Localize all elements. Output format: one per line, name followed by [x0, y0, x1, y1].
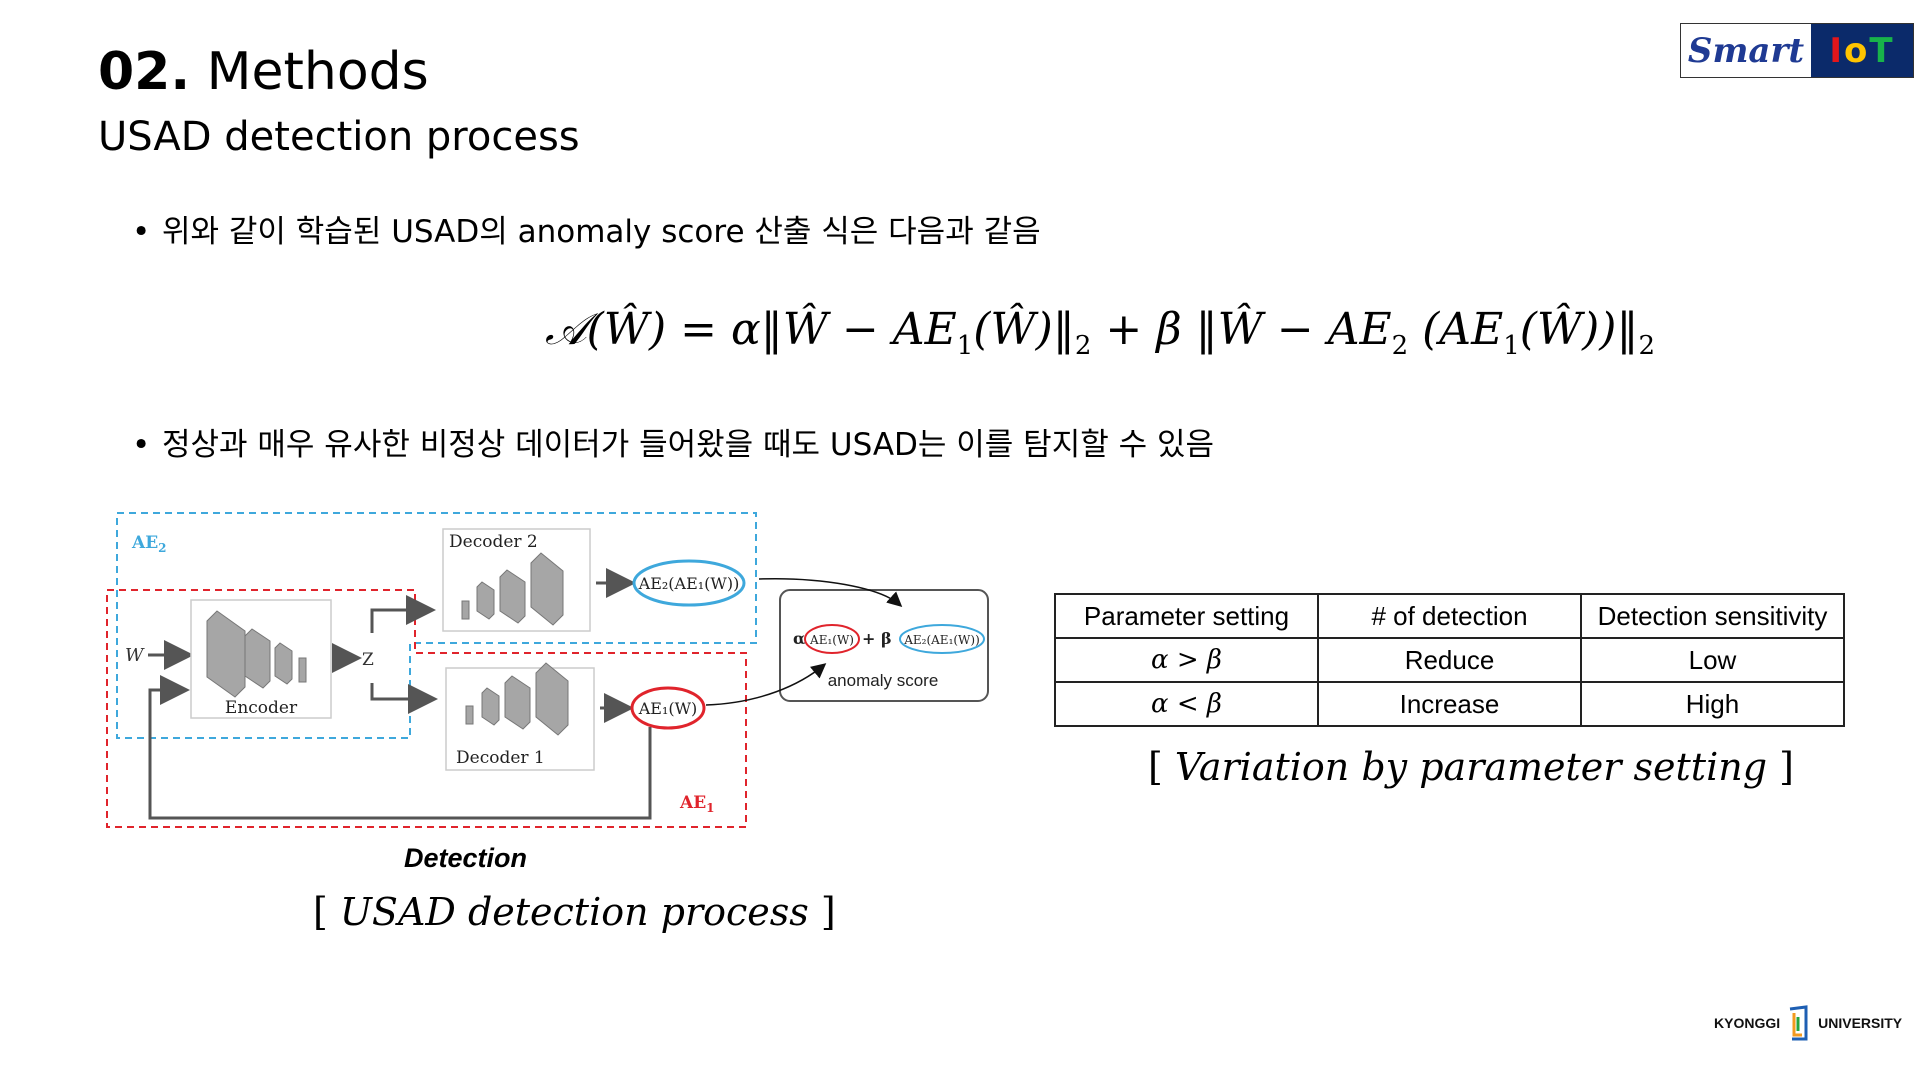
table-cell: High	[1580, 681, 1845, 727]
bullet-2: • 정상과 매우 유사한 비정상 데이터가 들어왔을 때도 USAD는 이를 탐지…	[132, 425, 1214, 465]
caption-text: USAD detection process	[339, 890, 809, 934]
encoder-layers	[206, 610, 307, 698]
z-to-decoder1-arrow	[370, 683, 438, 714]
table-row: α > β Reduce Low	[1054, 637, 1845, 683]
table-header-row: Parameter setting # of detection Detecti…	[1054, 593, 1845, 639]
table-header-cell: # of detection	[1317, 593, 1582, 639]
logo-t: T	[1869, 30, 1895, 71]
decoder2-label: Decoder 2	[449, 532, 538, 552]
ae1-label: AE1	[679, 793, 715, 815]
caption-bracket: [	[1148, 745, 1175, 789]
score-term2: AE₂(AE₁(W))	[903, 633, 980, 647]
detection-label: Detection	[404, 843, 528, 873]
score-term1-ellipse	[804, 624, 860, 654]
decoder2-layers	[461, 552, 564, 626]
page-subtitle: USAD detection process	[98, 114, 580, 160]
anomaly-score-formula: 𝒜(Ŵ) = α‖Ŵ − AE1(Ŵ)‖2 + β ‖Ŵ − AE2 (AE1(…	[545, 300, 1655, 376]
input-w-label: W	[125, 645, 145, 666]
ae2-to-score-arrow	[758, 577, 903, 608]
logo-smart-text: Smart	[1681, 24, 1811, 77]
score-plus-beta: + β	[862, 629, 892, 648]
ae1-to-score-arrow	[705, 663, 827, 706]
ae1-region	[106, 589, 747, 828]
ae2-output-label: AE₂(AE₁(W))	[638, 574, 740, 593]
table-cell: Increase	[1317, 681, 1582, 727]
section-title: Methods	[190, 42, 429, 102]
encoder-label: Encoder	[225, 698, 298, 718]
caption-bracket: [	[313, 890, 340, 934]
table-caption: [ Variation by parameter setting ]	[1148, 745, 1794, 789]
ae2-region	[116, 512, 757, 739]
usad-detection-diagram: AE2 AE1 W Encoder Z Decoder 2 AE₂(AE₁(W)…	[106, 512, 989, 828]
formula-sub: 1	[956, 330, 974, 361]
university-mark-icon	[1788, 1005, 1810, 1041]
bullet-2-text: 정상과 매우 유사한 비정상 데이터가 들어왔을 때도 USAD는 이를 탐지할…	[162, 427, 1215, 463]
anomaly-score-box	[779, 589, 989, 702]
formula-part: (Ŵ))‖	[1519, 304, 1639, 355]
table-header-cell: Detection sensitivity	[1580, 593, 1845, 639]
bullet-1: • 위와 같이 학습된 USAD의 anomaly score 산출 식은 다음과…	[132, 212, 1041, 252]
caption-bracket: ]	[808, 890, 836, 934]
logo-o: o	[1844, 30, 1870, 71]
score-term2-ellipse	[899, 624, 985, 654]
formula-part: 𝒜(Ŵ) = α‖Ŵ − AE	[545, 304, 957, 355]
anomaly-score-label: anomaly score	[828, 671, 939, 690]
formula-sub: 1	[1503, 330, 1520, 361]
bullet-dot: •	[132, 427, 151, 463]
kyonggi-university-logo: KYONGGI UNIVERSITY	[1714, 1005, 1902, 1041]
table-cell: Reduce	[1317, 637, 1582, 683]
section-number: 02.	[98, 42, 191, 102]
decoder1-label: Decoder 1	[456, 748, 545, 768]
page-title: 02. Methods	[98, 42, 429, 102]
latent-z-label: Z	[362, 650, 374, 670]
ae1-output-label: AE₁(W)	[638, 699, 698, 718]
score-alpha: α	[793, 629, 805, 648]
footer-right-text: UNIVERSITY	[1818, 1015, 1903, 1031]
table-cell: Low	[1580, 637, 1845, 683]
ae1-output-ellipse	[630, 686, 706, 730]
feedback-arrow	[148, 675, 652, 820]
formula-sub: 2	[1391, 330, 1409, 361]
footer-left-text: KYONGGI	[1714, 1015, 1781, 1031]
formula-part: (Ŵ)‖	[973, 304, 1075, 355]
ae2-output-ellipse	[632, 559, 746, 607]
ae2-label: AE2	[131, 533, 167, 555]
logo-i: I	[1829, 30, 1845, 71]
formula-sub: 2	[1638, 330, 1656, 361]
table-cell: α > β	[1054, 637, 1319, 683]
table-cell: α < β	[1054, 681, 1319, 727]
bullet-dot: •	[132, 214, 151, 250]
table-header-cell: Parameter setting	[1054, 593, 1319, 639]
formula-part: (AE	[1408, 304, 1504, 355]
bullet-1-text: 위와 같이 학습된 USAD의 anomaly score 산출 식은 다음과 …	[162, 214, 1041, 250]
decoder1-layers	[465, 662, 569, 736]
diagram-caption: [ USAD detection process ]	[313, 890, 836, 934]
formula-part: + β ‖Ŵ − AE	[1091, 304, 1392, 355]
formula-sub: 2	[1074, 330, 1092, 361]
table-row: α < β Increase High	[1054, 681, 1845, 727]
z-to-decoder2-arrow	[370, 595, 436, 633]
parameter-table: Parameter setting # of detection Detecti…	[1054, 593, 1845, 727]
caption-bracket: ]	[1767, 745, 1794, 789]
caption-text: Variation by parameter setting	[1174, 745, 1768, 789]
score-term1: AE₁(W)	[809, 633, 854, 647]
